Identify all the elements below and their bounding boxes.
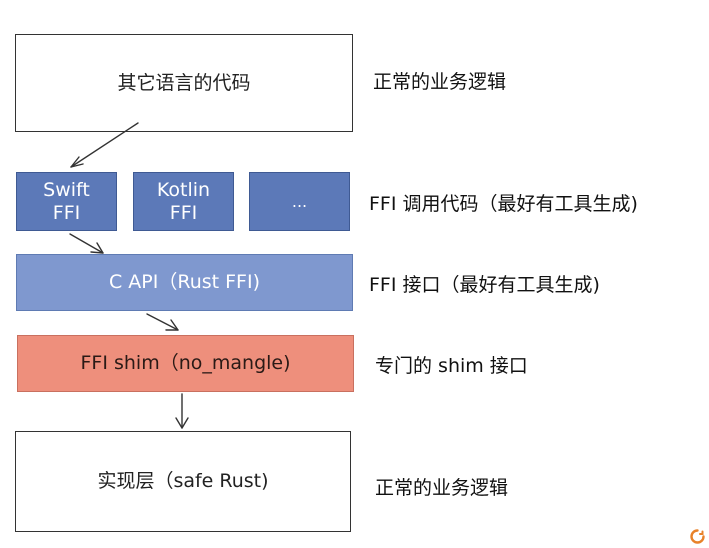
kotlin-ffi-box: Kotlin FFI xyxy=(133,172,234,231)
label-business-logic-bottom: 正常的业务逻辑 xyxy=(375,477,509,499)
kotlin-ffi-text: Kotlin FFI xyxy=(156,178,211,224)
arrow-code-to-swift xyxy=(70,122,139,168)
implementation-layer-text: 实现层（safe Rust) xyxy=(97,470,269,492)
swift-ffi-box: Swift FFI xyxy=(16,172,117,231)
c-api-box: C API（Rust FFI) xyxy=(16,254,353,311)
more-bindings-text: ... xyxy=(291,192,308,211)
watermark-logo-icon xyxy=(690,529,705,544)
label-ffi-call-code: FFI 调用代码（最好有工具生成) xyxy=(369,193,638,215)
swift-ffi-text: Swift FFI xyxy=(43,178,90,224)
ffi-shim-text: FFI shim（no_mangle) xyxy=(80,352,291,374)
arrow-capi-to-shim xyxy=(146,313,179,331)
label-shim-interface: 专门的 shim 接口 xyxy=(375,355,528,377)
arrow-shim-to-impl xyxy=(175,393,189,429)
c-api-text: C API（Rust FFI) xyxy=(108,271,261,293)
label-business-logic-top: 正常的业务逻辑 xyxy=(373,71,507,93)
other-language-code-box: 其它语言的代码 xyxy=(15,34,353,132)
implementation-layer-box: 实现层（safe Rust) xyxy=(15,431,351,532)
ffi-shim-box: FFI shim（no_mangle) xyxy=(17,335,354,392)
other-language-code-text: 其它语言的代码 xyxy=(117,71,251,94)
arrow-swift-to-capi xyxy=(69,233,104,254)
label-ffi-interface: FFI 接口（最好有工具生成) xyxy=(369,274,600,296)
more-bindings-box: ... xyxy=(249,172,350,231)
